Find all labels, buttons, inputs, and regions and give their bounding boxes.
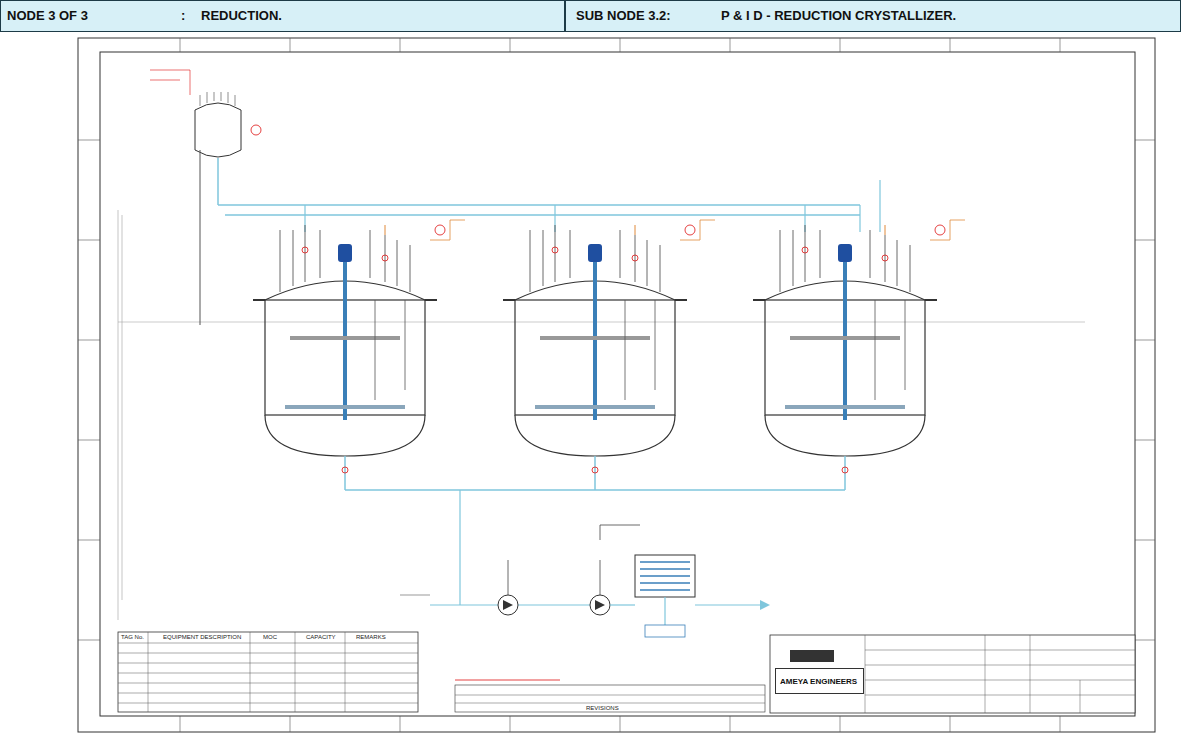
revision-label: REVISIONS bbox=[585, 705, 620, 711]
node-text: P & I D - REDUCTION CRYSTALLIZER. bbox=[721, 8, 956, 23]
table-header: MOC bbox=[262, 634, 278, 640]
node-text: REDUCTION. bbox=[201, 8, 282, 23]
table-header: REMARKS bbox=[355, 634, 387, 640]
node-text: : bbox=[181, 8, 185, 23]
node-text: SUB NODE 3.2: bbox=[576, 8, 671, 23]
node-text: NODE 3 OF 3 bbox=[7, 8, 88, 23]
table-header: CAPACITY bbox=[305, 634, 337, 640]
header-cell: SUB NODE 3.2: P & I D - REDUCTION CRYSTAL… bbox=[565, 0, 1181, 32]
table-header: TAG No. bbox=[120, 634, 145, 640]
title-block-company: AMEYA ENGINEERS bbox=[775, 668, 864, 694]
node-text: AMEYA ENGINEERS bbox=[780, 677, 857, 686]
header-cell: NODE 3 OF 3: REDUCTION. bbox=[0, 0, 565, 32]
table-header: EQUIPMENT DESCRIPTION bbox=[162, 634, 242, 640]
